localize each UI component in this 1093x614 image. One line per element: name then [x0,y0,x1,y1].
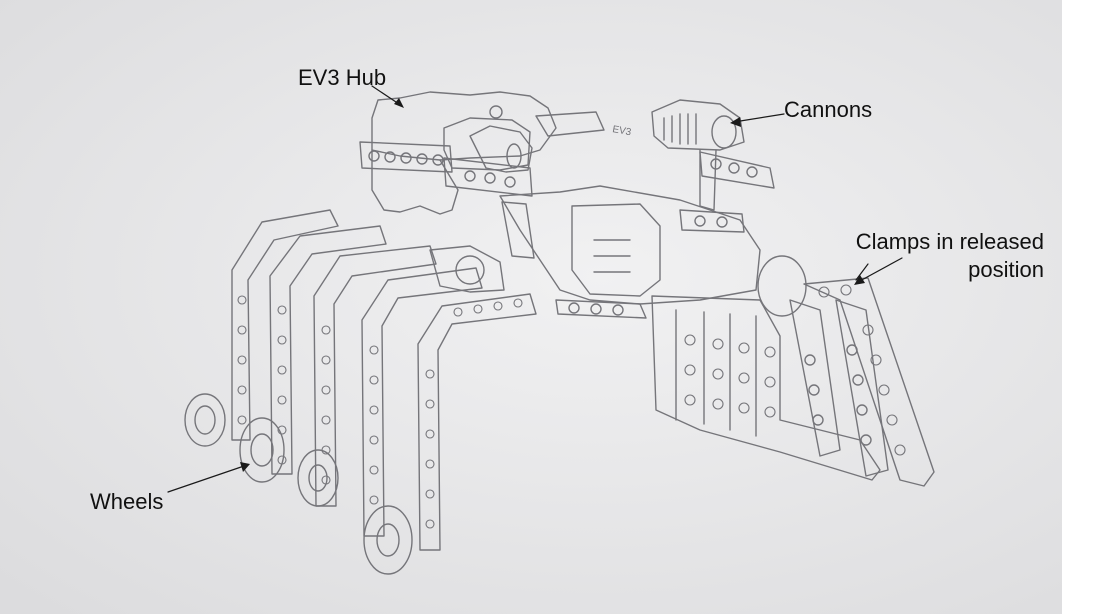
arrow-cannons [733,113,785,123]
clamps-label: Clamps in released position [812,228,1044,283]
wheels-drawing [184,393,413,575]
clamp-assembly [651,255,935,487]
hub-side-beam [359,141,533,197]
left-legs [231,209,537,551]
clamps-label-line1: Clamps in released [855,229,1044,254]
ev3-hub-label: EV3 Hub [298,65,387,90]
annotation-arrows [167,85,903,493]
clamps-label-line2: position [968,256,1044,282]
cannons-label: Cannons [784,97,873,122]
ev3-hub-drawing: EV3 [371,91,632,215]
arrow-wheels [167,465,245,493]
arrow-clamps [855,263,869,281]
cannons-drawing [469,99,775,211]
central-frame [429,185,761,319]
hub-marking: EV3 [611,124,632,138]
wheels-label: Wheels [90,489,164,514]
